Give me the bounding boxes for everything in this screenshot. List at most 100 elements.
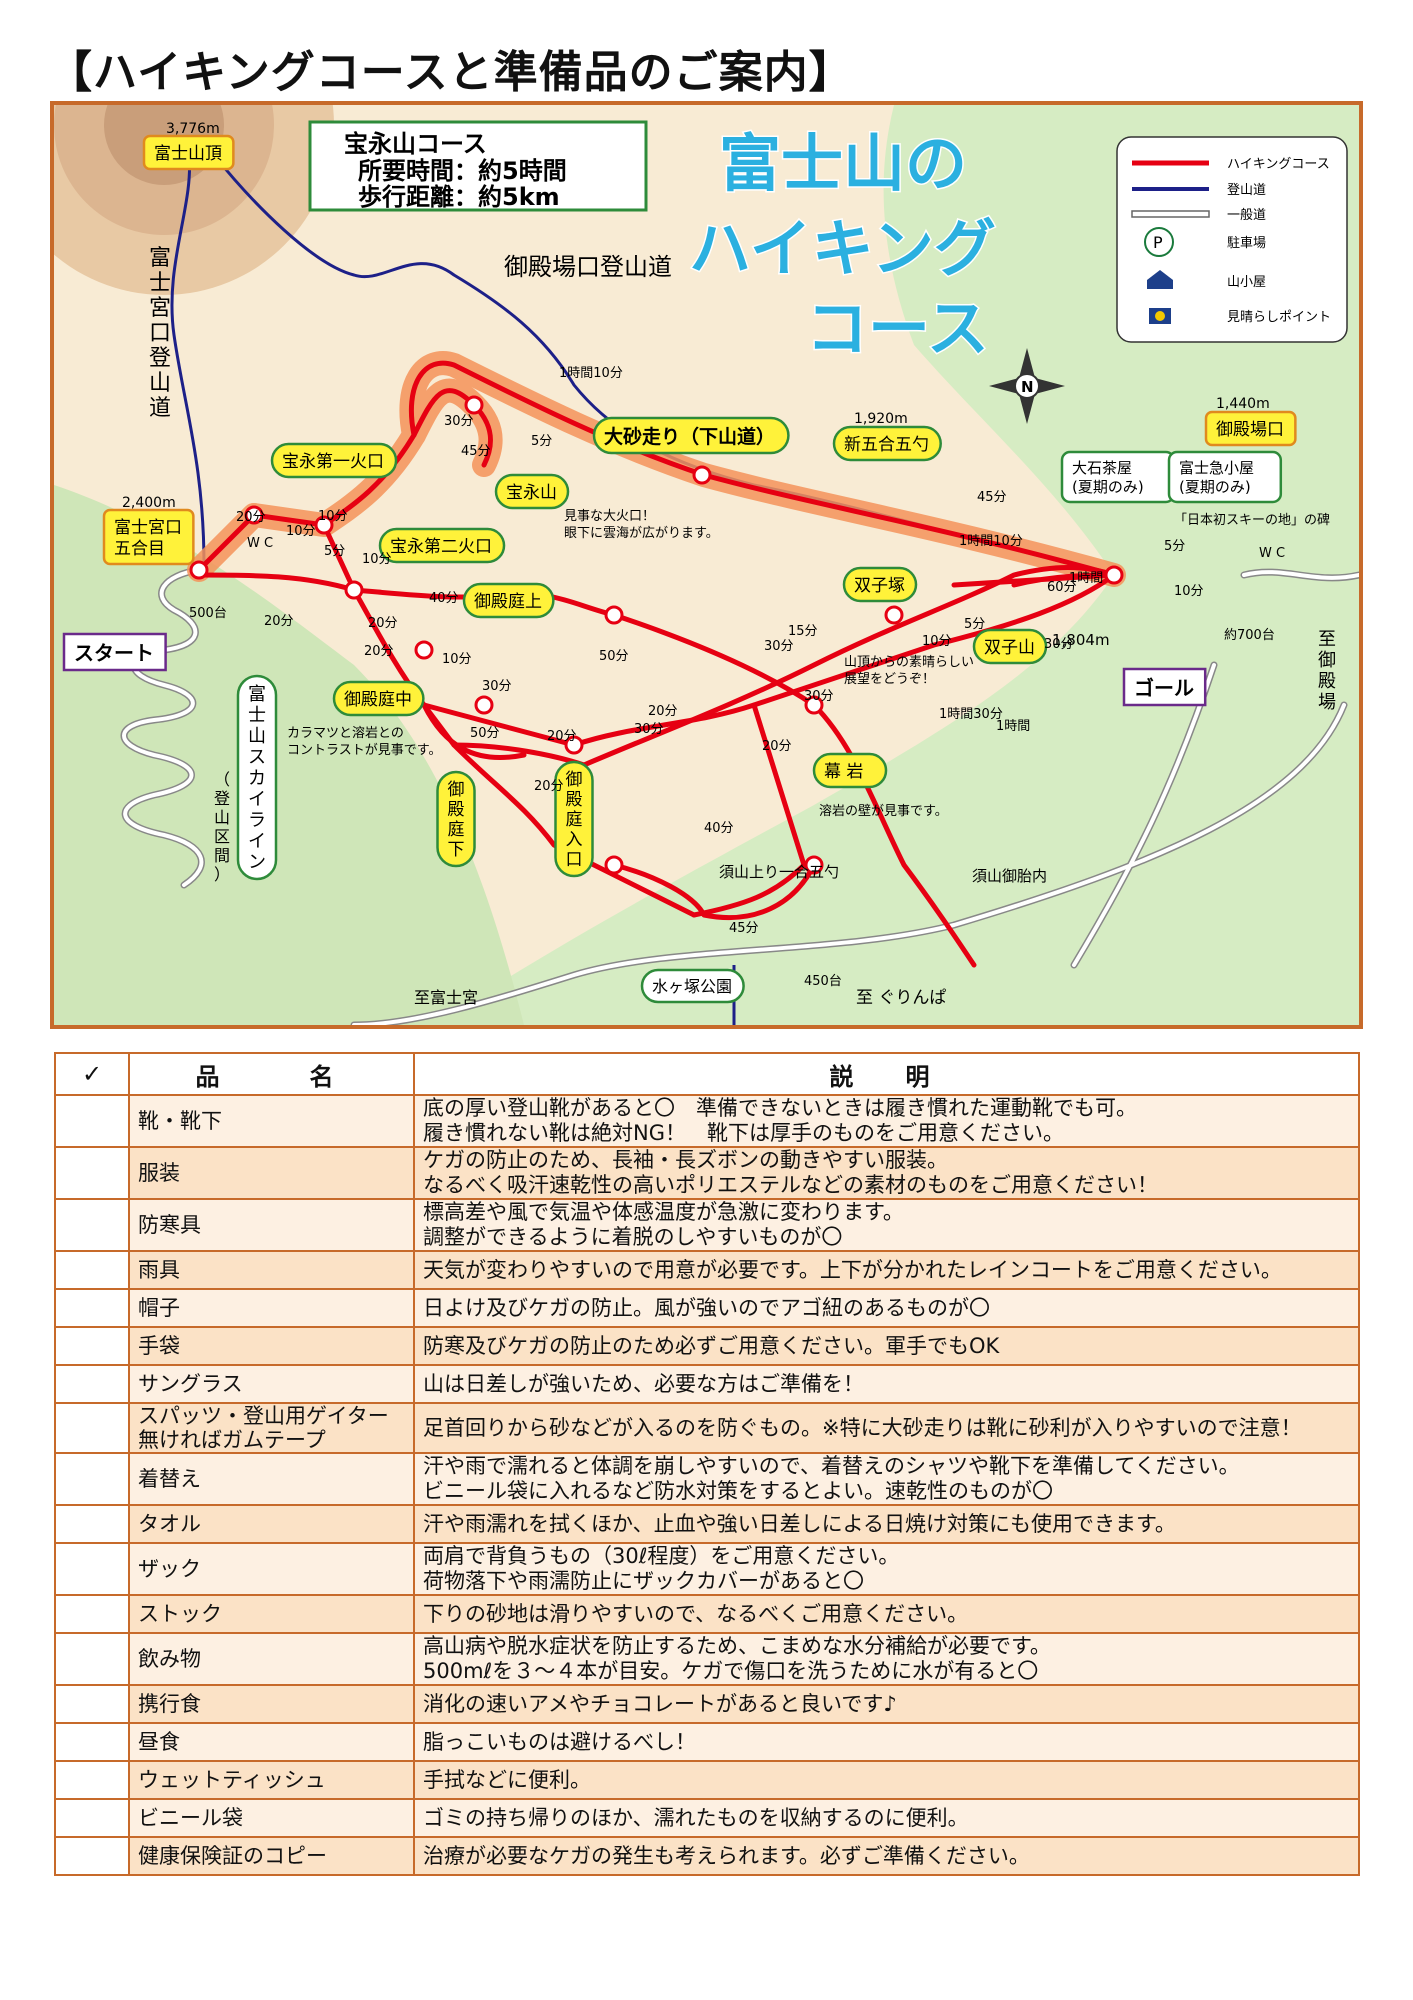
svg-text:山: 山 [214,808,230,827]
item-name: タオル [128,1504,415,1544]
svg-text:新五合五勺: 新五合五勺 [844,435,929,455]
svg-text:山: 山 [248,726,266,747]
item-name: 帽子 [128,1288,415,1328]
item-name: 服装 [128,1146,415,1200]
table-row: 防寒具標高差や風で気温や体感温度が急激に変わります。調整ができるように着脱のしや… [54,1198,1360,1252]
time-label: 15分 [788,624,818,639]
check-cell[interactable] [54,1632,130,1686]
svg-text:「日本初スキーの地」の碑: 「日本初スキーの地」の碑 [1174,512,1330,528]
check-cell[interactable] [54,1798,130,1838]
table-row: 昼食脂っこいものは避けるべし！ [54,1722,1360,1762]
svg-text:御: 御 [566,770,583,790]
item-name: 昼食 [128,1722,415,1762]
check-cell[interactable] [54,1594,130,1634]
item-description: 治療が必要なケガの発生も考えられます。必ずご準備ください。 [413,1836,1360,1876]
svg-text:宝永第一火口: 宝永第一火口 [282,452,384,472]
table-row: ストック下りの砂地は滑りやすいので、なるべくご用意ください。 [54,1594,1360,1634]
check-cell[interactable] [54,1288,130,1328]
map-label-mizugatsuka: 水ヶ塚公園 [640,968,745,1004]
table-row: 雨具天気が変わりやすいので用意が必要です。上下が分かれたレインコートをご用意くだ… [54,1250,1360,1290]
svg-text:ゴール: ゴール [1134,676,1194,700]
check-cell[interactable] [54,1146,130,1200]
svg-text:口: 口 [566,850,583,870]
map-label-nihonski: 「日本初スキーの地」の碑 [1174,512,1330,528]
table-row: 靴・靴下底の厚い登山靴があると〇 準備できないときは履き慣れた運動靴でも可。履き… [54,1094,1360,1148]
svg-text:約700台: 約700台 [1224,628,1275,643]
time-label: 20分 [264,614,294,629]
item-name: ザック [128,1542,415,1596]
svg-text:ス: ス [248,747,266,768]
item-description: 下りの砂地は滑りやすいので、なるべくご用意ください。 [413,1594,1360,1634]
svg-text:登: 登 [149,346,171,371]
svg-text:場: 場 [1318,692,1336,713]
item-name: 靴・靴下 [128,1094,415,1148]
check-cell[interactable] [54,1542,130,1596]
time-label: 10分 [286,524,316,539]
table-row: サングラス山は日差しが強いため、必要な方はご準備を！ [54,1364,1360,1404]
item-description: 汗や雨濡れを拭くほか、止血や強い日差しによる日焼け対策にも使用できます。 [413,1504,1360,1544]
check-cell[interactable] [54,1760,130,1800]
check-cell[interactable] [54,1402,130,1454]
svg-text:庭: 庭 [566,810,583,830]
map-label-p1: 500台 [189,606,227,621]
svg-text:ハイキングコース: ハイキングコース [1227,157,1330,172]
map-label-start: スタート [62,632,167,672]
time-label: 30分 [804,689,834,704]
svg-text:間: 間 [214,846,230,865]
svg-text:殿: 殿 [566,790,583,810]
item-name: 着替え [128,1452,415,1506]
svg-text:至 ぐりんぱ: 至 ぐりんぱ [856,988,946,1008]
svg-text:登山道: 登山道 [1227,183,1266,198]
map-label-makuiwa: 幕 岩 [812,752,888,789]
map-label-suyama1: 須山上り一合五勺 [719,863,839,881]
svg-text:一般道: 一般道 [1227,207,1266,223]
table-row: 飲み物高山病や脱水症状を防止するため、こまめな水分補給が必要です。500mℓを３… [54,1632,1360,1686]
map-label-futatsuyama: 双子山 [972,628,1048,665]
svg-text:富士宮口: 富士宮口 [114,518,182,538]
map-label-wc: W C [247,536,273,551]
check-cell[interactable] [54,1684,130,1724]
time-label: 20分 [364,644,394,659]
svg-text:五合目: 五合目 [114,539,165,559]
time-label: 30分 [1044,637,1074,652]
check-cell[interactable] [54,1364,130,1404]
time-label: 40分 [704,821,734,836]
item-name: ウェットティッシュ [128,1760,415,1800]
map-label-goal: ゴール [1122,667,1207,707]
svg-text:1,804m: 1,804m [1052,631,1110,649]
svg-text:見晴らしポイント: 見晴らしポイント [1227,310,1331,325]
check-cell[interactable] [54,1326,130,1366]
svg-text:宝永山: 宝永山 [506,483,557,503]
checklist-table: ✓ 品 名 説 明 靴・靴下底の厚い登山靴があると〇 準備できないときは履き慣れ… [54,1052,1360,1876]
compass-icon: N [989,348,1065,424]
check-cell[interactable] [54,1452,130,1506]
check-cell[interactable] [54,1722,130,1762]
course-info-box: 宝永山コース 所要時間：約5時間 歩行距離：約5km [308,120,648,212]
time-label: 10分 [442,652,472,667]
map-label-togurinpa: 至 ぐりんぱ [856,988,946,1008]
check-cell[interactable] [54,1836,130,1876]
time-label: 20分 [648,704,678,719]
check-cell[interactable] [54,1198,130,1252]
item-name: スパッツ・登山用ゲイター無ければガムテープ [128,1402,415,1454]
svg-text:大石茶屋: 大石茶屋 [1072,459,1132,477]
item-description: 山は日差しが強いため、必要な方はご準備を！ [413,1364,1360,1404]
svg-text:溶岩の壁が見事です。: 溶岩の壁が見事です。 [819,804,948,819]
item-description: 標高差や風で気温や体感温度が急激に変わります。調整ができるように着脱のしやすいも… [413,1198,1360,1252]
table-row: スパッツ・登山用ゲイター無ければガムテープ足首回りから砂などが入るのを防ぐもの。… [54,1402,1360,1454]
check-cell[interactable] [54,1250,130,1290]
svg-text:ン: ン [248,852,266,873]
svg-text:イ: イ [248,789,266,810]
check-cell[interactable] [54,1504,130,1544]
check-cell[interactable] [54,1094,130,1148]
svg-text:（: （ [214,770,230,789]
svg-text:山頂からの素晴らしい: 山頂からの素晴らしい [844,655,974,670]
svg-text:イ: イ [248,831,266,852]
svg-text:宮: 宮 [149,296,171,321]
time-label: 10分 [922,634,952,649]
svg-text:士: 士 [149,271,171,296]
map-svg: 富士山の ハイキング コース 宝永山コース 所要時間：約5時間 歩行距離：約5k… [54,105,1359,1025]
